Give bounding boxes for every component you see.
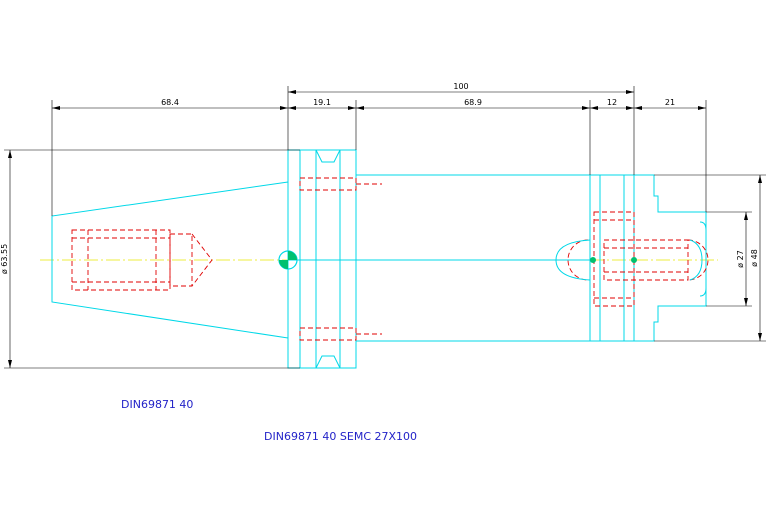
dimension-lines [9, 91, 761, 368]
holder-outline [51, 149, 707, 369]
hidden-lines [71, 177, 709, 341]
dim-nose-length: 21 [665, 98, 675, 107]
dim-taper-length: 68.4 [161, 98, 179, 107]
arrowheads [8, 90, 762, 368]
dim-taper-diameter: ø 63.55 [0, 244, 9, 274]
dim-bore-diameter: ø 27 [736, 250, 745, 268]
extension-lines [4, 86, 766, 369]
dim-flange-width: 19.1 [313, 98, 331, 107]
dim-body-length: 68.9 [464, 98, 482, 107]
collet-outline [555, 239, 703, 281]
dim-nose-diameter: ø 48 [750, 249, 759, 267]
dim-nut-width: 12 [607, 98, 617, 107]
center-marker [278, 250, 637, 270]
part-number-label: DIN69871 40 SEMC 27X100 [264, 430, 418, 443]
standard-label: DIN69871 40 [121, 398, 194, 411]
dim-total-length: 100 [453, 82, 468, 91]
